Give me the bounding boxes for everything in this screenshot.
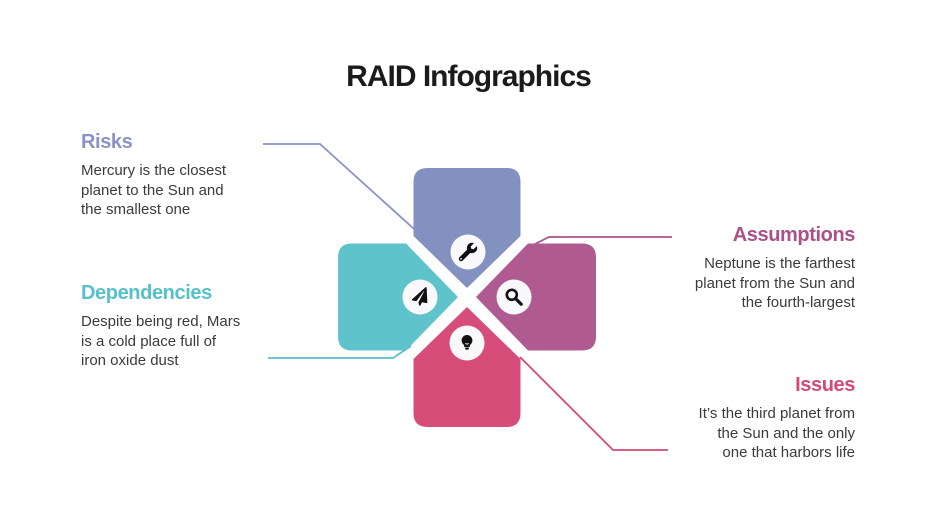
dependencies-heading: Dependencies [81, 282, 212, 304]
icon-circle-dependencies [402, 279, 438, 315]
wrench-icon [458, 242, 478, 262]
paper-plane-icon [411, 287, 428, 306]
assumptions-block: Assumptions Neptune is the farthest plan… [645, 224, 856, 313]
issues-block: Issues It’s the third planet from the Su… [645, 374, 856, 463]
risks-description: Mercury is the closest planet to the Sun… [81, 162, 227, 218]
petal-dependencies [338, 243, 458, 351]
petal-assumptions [476, 243, 596, 351]
petal-issues [413, 307, 521, 427]
risks-connector-line [263, 143, 425, 239]
issues-connector-line [519, 356, 668, 451]
assumptions-description: Neptune is the farthest planet from the … [694, 255, 855, 311]
assumptions-heading: Assumptions [732, 224, 856, 246]
risks-block: Risks Mercury is the closest planet to t… [81, 131, 281, 220]
magnifier-icon [505, 288, 523, 306]
issues-heading: Issues [795, 374, 855, 396]
issues-description: It’s the third planet from the Sun and t… [698, 405, 855, 461]
page-title: RAID Infographics [346, 60, 592, 93]
icon-circle-assumptions [496, 279, 532, 315]
dependencies-description: Despite being red, Mars is a cold place … [81, 313, 241, 369]
dependencies-block: Dependencies Despite being red, Mars is … [81, 282, 281, 371]
petal-risks [413, 168, 521, 288]
lightbulb-icon [461, 335, 473, 350]
risks-heading: Risks [81, 131, 133, 153]
